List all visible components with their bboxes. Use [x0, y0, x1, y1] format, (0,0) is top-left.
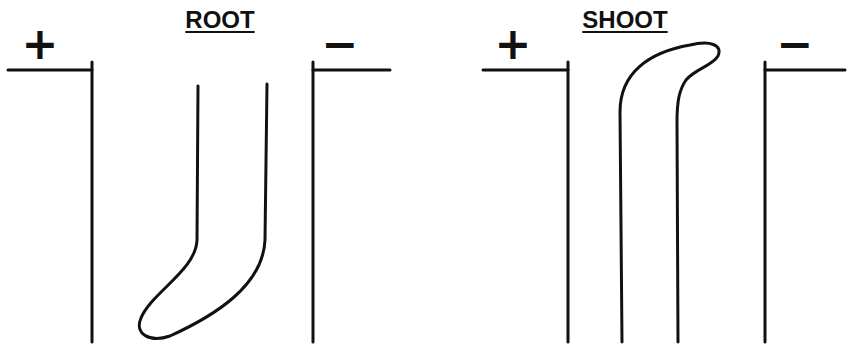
negative-plate: [312, 62, 315, 342]
polarity-sign: +: [22, 22, 59, 66]
plate-lead: [8, 69, 92, 72]
plate-lead: [313, 69, 390, 72]
plate-lead: [765, 69, 845, 72]
negative-plate: [764, 62, 767, 342]
shoot-outline: [620, 43, 719, 342]
polarity-sign: −: [322, 22, 359, 66]
panel-title: ROOT: [185, 8, 254, 32]
plate-lead: [483, 69, 568, 72]
panel-title: SHOOT: [582, 8, 667, 32]
positive-plate: [567, 62, 570, 342]
root-outline: [139, 84, 267, 338]
polarity-sign: +: [495, 22, 532, 66]
polarity-sign: −: [777, 22, 814, 66]
positive-plate: [91, 62, 94, 342]
